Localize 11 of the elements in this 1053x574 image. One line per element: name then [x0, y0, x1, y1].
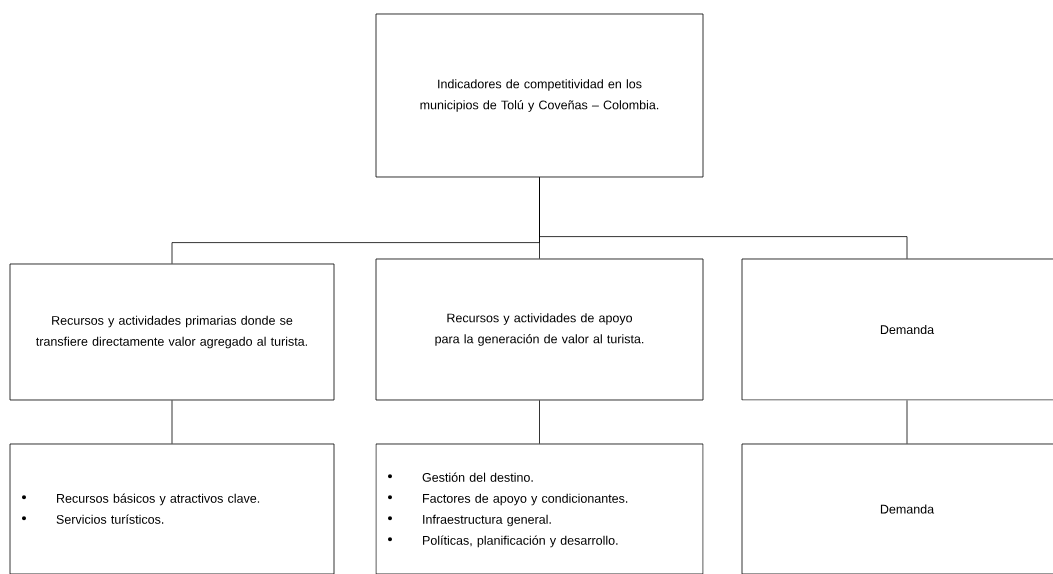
- connector: [171, 400, 173, 444]
- text-box: Demanda: [741, 443, 1053, 574]
- text-box: Indicadores de competitividad en los municipios de Tolú y Coveñas – Colombia.: [375, 13, 704, 178]
- connector: [906, 400, 908, 444]
- text-box: Recursos y actividades primarias donde se transfiere directamente valor agregado al turista.: [9, 263, 335, 401]
- list-box: Recursos básicos y atractivos clave. Servicios turísticos.: [9, 443, 335, 574]
- list-box: Gestión del destino. Factores de apoyo y condicionantes. Infraestructura general. Políticas, planificación y desarrollo.: [375, 443, 704, 574]
- connector: [539, 400, 540, 444]
- connector: [539, 177, 908, 259]
- text-box: Demanda: [741, 258, 1053, 401]
- text-box: Recursos y actividades de apoyo para la generación de valor al turista.: [375, 258, 704, 401]
